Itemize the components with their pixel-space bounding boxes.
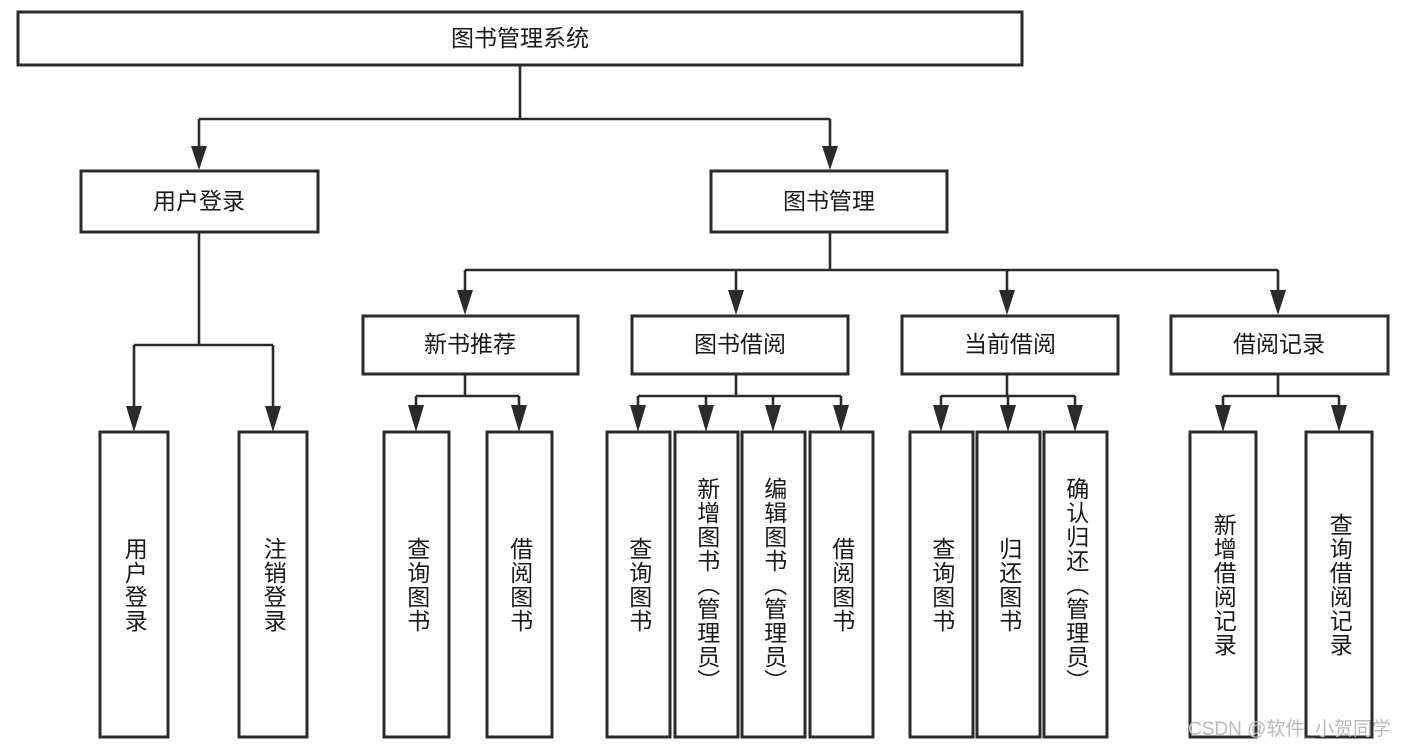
arrow-head-leaf-query-book-2 — [630, 405, 646, 432]
arrow-head-book-borrow — [728, 290, 744, 315]
arrow-head-leaf-edit-book — [765, 405, 781, 432]
node-label-current-borrow: 当前借阅 — [964, 331, 1056, 357]
arrow-head-leaf-confirm-return — [1067, 405, 1083, 432]
node-box-leaf-return-book[interactable] — [975, 430, 1042, 739]
node-box-leaf-query-record[interactable] — [1304, 430, 1374, 739]
node-box-leaf-add-record[interactable] — [1188, 430, 1258, 739]
arrow-head-user-login — [191, 146, 207, 170]
node-layer: 图书管理系统 用户登录 图书管理 新书推荐 图书借阅 当前借阅 借阅记录 — [16, 10, 1390, 739]
node-label-title: 图书管理系统 — [451, 25, 589, 51]
arrow-head-leaf-logout-login — [265, 406, 281, 432]
arrow-head-current-borrow — [999, 290, 1015, 315]
node-label-new-book-recommend: 新书推荐 — [424, 331, 516, 357]
node-box-book-borrow[interactable] — [630, 314, 850, 376]
node-label-borrow-record: 借阅记录 — [1233, 331, 1325, 357]
node-box-book-management[interactable] — [709, 169, 949, 234]
arrow-head-new-book-recommend — [457, 290, 473, 315]
arrow-head-leaf-query-record — [1331, 405, 1347, 432]
node-box-leaf-logout-login[interactable] — [237, 430, 309, 739]
arrow-head-leaf-add-book — [698, 405, 714, 432]
arrow-head-leaf-return-book — [1000, 405, 1016, 432]
node-box-leaf-borrow-book-2[interactable] — [808, 430, 875, 739]
arrow-head-leaf-borrow-book-1 — [511, 405, 527, 432]
node-box-title[interactable] — [16, 10, 1024, 67]
node-box-leaf-query-book-3[interactable] — [908, 430, 975, 739]
node-box-leaf-edit-book[interactable] — [740, 430, 807, 739]
arrow-head-leaf-user-login — [126, 406, 142, 432]
node-box-current-borrow[interactable] — [900, 314, 1120, 376]
node-label-book-management: 图书管理 — [783, 188, 875, 214]
node-label-book-borrow: 图书借阅 — [694, 331, 786, 357]
node-box-leaf-add-book[interactable] — [673, 430, 740, 739]
arrow-head-leaf-borrow-book-2 — [833, 405, 849, 432]
node-box-leaf-query-book-2[interactable] — [605, 430, 672, 739]
arrow-head-leaf-query-book-1 — [408, 405, 424, 432]
arrow-head-leaf-add-record — [1215, 405, 1231, 432]
watermark-text: CSDN @软件_小贺同学 — [1188, 719, 1391, 740]
arrow-head-leaf-query-book-3 — [933, 405, 949, 432]
arrow-head-book-management — [822, 146, 838, 170]
node-box-user-login[interactable] — [79, 169, 320, 234]
node-box-new-book-recommend[interactable] — [361, 314, 580, 376]
node-box-leaf-borrow-book-1[interactable] — [485, 430, 554, 739]
node-box-leaf-user-login[interactable] — [98, 430, 170, 739]
node-box-borrow-record[interactable] — [1169, 314, 1390, 376]
node-label-user-login: 用户登录 — [153, 188, 245, 214]
node-box-leaf-confirm-return[interactable] — [1042, 430, 1109, 739]
node-box-leaf-query-book-1[interactable] — [382, 430, 451, 739]
connector-layer — [126, 65, 1347, 432]
arrow-head-borrow-record — [1270, 290, 1286, 315]
